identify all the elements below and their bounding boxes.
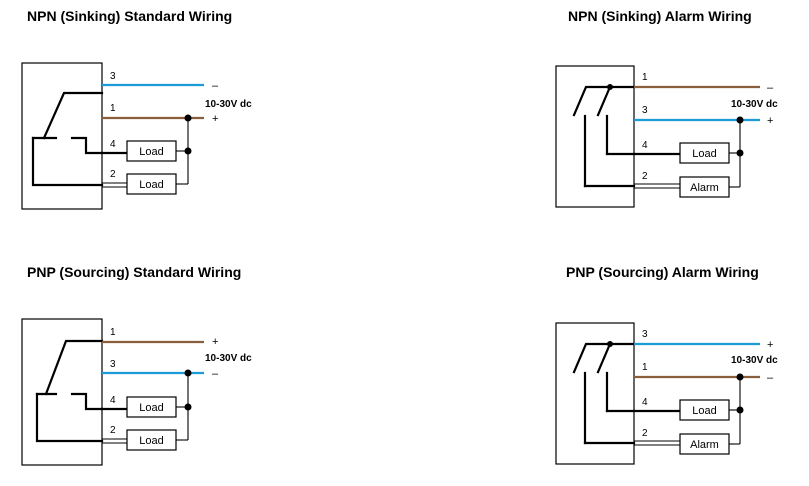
internal-wire-2: [35, 392, 104, 443]
junction-dot: [184, 114, 192, 122]
internal-wire-4: [70, 392, 104, 411]
pin-label: 1: [110, 327, 116, 338]
switch-contact-b: [596, 85, 612, 117]
junction-dot: [184, 147, 192, 155]
pin-label: 2: [642, 171, 648, 182]
load-label: Load: [692, 405, 716, 417]
polarity-label: –: [767, 82, 774, 94]
polarity-label: +: [767, 339, 773, 351]
switch-contact-a: [572, 85, 636, 117]
voltage-label: 10-30V dc: [731, 355, 778, 366]
polarity-label: –: [212, 368, 219, 380]
diagram-title-pnp-alarm: PNP (Sourcing) Alarm Wiring: [566, 264, 759, 280]
junction-dot: [736, 116, 744, 124]
voltage-label: 10-30V dc: [205, 353, 252, 364]
sensor-body: [21, 62, 103, 210]
alarm-label: Alarm: [690, 439, 719, 451]
internal-wire-2: [31, 136, 104, 187]
polarity-label: +: [212, 336, 218, 348]
pin-label: 4: [642, 397, 648, 408]
pin-label: 3: [110, 71, 116, 82]
pin-label: 1: [642, 362, 648, 373]
switch-contact: [44, 339, 104, 396]
diagram-title-pnp-standard: PNP (Sourcing) Standard Wiring: [27, 264, 242, 280]
load-label: Load: [692, 148, 716, 160]
pin-label: 2: [110, 425, 116, 436]
alarm-label: Alarm: [690, 182, 719, 194]
pin-label: 3: [642, 329, 648, 340]
junction-dot: [184, 369, 192, 377]
junction-dot: [184, 403, 192, 411]
junction-dot: [736, 149, 744, 157]
sensor-body: [21, 318, 103, 466]
load-label-2: Load: [139, 435, 163, 447]
junction-dot: [736, 373, 744, 381]
load-label-1: Load: [139, 402, 163, 414]
diagram-npn-alarm: Load Alarm 1 3 4 2 – + 10-30V dc: [555, 65, 778, 208]
junction-dot: [736, 406, 744, 414]
internal-wire-4: [70, 136, 104, 155]
sensor-body: [555, 65, 635, 208]
pin-label: 1: [110, 103, 116, 114]
switch-contact-a: [572, 342, 636, 374]
diagram-title-npn-alarm: NPN (Sinking) Alarm Wiring: [568, 8, 752, 24]
junction-dot: [607, 84, 613, 90]
sensor-body: [555, 322, 635, 465]
voltage-label: 10-30V dc: [205, 99, 252, 110]
diagram-pnp-standard: Load Load 1 3 4 2 + – 10-30V dc: [21, 318, 252, 466]
pin-label: 4: [110, 139, 116, 150]
switch-contact: [42, 91, 104, 140]
polarity-label: +: [212, 113, 218, 125]
pin-label: 4: [110, 395, 116, 406]
diagram-pnp-alarm: Load Alarm 3 1 4 2 + – 10-30V dc: [555, 322, 778, 465]
junction-dot: [607, 341, 613, 347]
pin-label: 4: [642, 140, 648, 151]
polarity-label: –: [767, 372, 774, 384]
pin-label: 2: [642, 428, 648, 439]
switch-contact-b: [596, 342, 612, 374]
load-label-2: Load: [139, 179, 163, 191]
pin-label: 1: [642, 72, 648, 83]
diagram-title-npn-standard: NPN (Sinking) Standard Wiring: [27, 8, 233, 24]
pin-label: 2: [110, 169, 116, 180]
polarity-label: –: [212, 80, 219, 92]
voltage-label: 10-30V dc: [731, 99, 778, 110]
polarity-label: +: [767, 115, 773, 127]
diagram-npn-standard: Load Load 3 1 4 2 – + 10-30V dc: [21, 62, 252, 210]
pin-label: 3: [642, 105, 648, 116]
pin-label: 3: [110, 359, 116, 370]
load-label-1: Load: [139, 146, 163, 158]
